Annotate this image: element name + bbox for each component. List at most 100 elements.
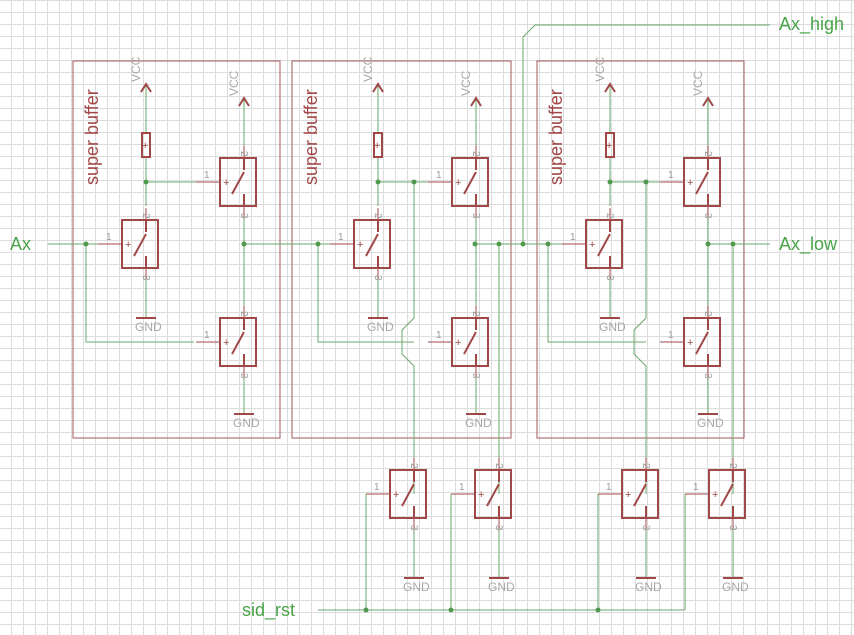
plus-marker: +: [142, 140, 148, 152]
pin-label-drain: 2: [372, 213, 383, 219]
switch-blade: [231, 331, 245, 355]
switch-blade: [463, 171, 477, 195]
block-frame-3: [536, 60, 745, 439]
junction-dot: [472, 241, 478, 247]
junction-dot: [595, 607, 601, 613]
pin-label-source: 3: [604, 275, 615, 281]
switch-blade: [486, 483, 500, 507]
vcc-arrow: [140, 82, 152, 93]
pin-label-gate: 1: [668, 330, 674, 341]
pin-label-drain: 2: [727, 463, 738, 469]
vcc-label: VCC: [593, 56, 607, 82]
junction-dot: [363, 607, 369, 613]
pin-label-source: 3: [702, 213, 713, 219]
pin-label-gate: 1: [693, 482, 699, 493]
gnd-label: GND: [465, 416, 492, 430]
pin-label-gate: 1: [204, 170, 210, 181]
vcc-arrow: [604, 82, 616, 93]
resistor-body: [373, 132, 383, 158]
gnd-label: GND: [697, 416, 724, 430]
pin-label-drain: 2: [470, 311, 481, 317]
pin-label-gate: 1: [436, 330, 442, 341]
switch-lower: +123: [196, 306, 257, 379]
pin-label-drain: 2: [493, 463, 504, 469]
gnd-symbol: GND: [403, 566, 430, 594]
plus-marker: +: [455, 177, 461, 189]
junction-dot: [411, 179, 417, 185]
junction-dot: [83, 241, 89, 247]
vcc-symbol: VCC: [459, 70, 482, 107]
gnd-label: GND: [233, 416, 260, 430]
junction-dot: [496, 241, 502, 247]
block-title-3: super buffer: [546, 89, 566, 185]
switch-lower: +123: [660, 306, 721, 379]
junctions: [83, 179, 736, 613]
switch-reset-3: +1 2 3: [598, 458, 659, 531]
switch-reset-2: +123: [451, 458, 512, 531]
pin-label-drain: 2: [640, 463, 651, 469]
gnd-label: GND: [403, 580, 430, 594]
plus-marker: +: [125, 239, 131, 251]
net-label-sid-rst: sid_rst: [242, 600, 295, 621]
pin-label-source: 3: [140, 275, 151, 281]
vcc-symbol: VCC: [361, 56, 384, 93]
switch-blade: [463, 331, 477, 355]
plus-marker: +: [625, 489, 631, 501]
gnd-symbol: GND: [488, 566, 515, 594]
block-frame-1: [72, 60, 281, 439]
junction-dot: [705, 241, 711, 247]
parts: VCC++123VCC+123GND+123GNDVCC++123VCC+123…: [98, 56, 749, 594]
junction-dot: [143, 179, 149, 185]
switch-reset-4: +123: [685, 458, 746, 531]
pullup-resistor: +: [373, 132, 383, 158]
wires: [48, 24, 770, 611]
pin-label-drain: 2: [408, 463, 419, 469]
gnd-label: GND: [635, 580, 662, 594]
gnd-symbol: GND: [233, 402, 260, 430]
pin-label-source: 3: [470, 213, 481, 219]
block-title-1: super buffer: [82, 89, 102, 185]
vcc-symbol: VCC: [691, 70, 714, 107]
switch-upper: +123: [196, 146, 257, 219]
switch-blade: [695, 331, 709, 355]
plus-marker: +: [357, 239, 363, 251]
junction-dot: [375, 179, 381, 185]
wire-lower-gate-3: [547, 244, 646, 343]
vcc-label: VCC: [129, 56, 143, 82]
vcc-symbol: VCC: [593, 56, 616, 93]
plus-marker: +: [478, 489, 484, 501]
pin-label-drain: 2: [238, 311, 249, 317]
vcc-label: VCC: [361, 56, 375, 82]
junction-dot: [315, 241, 321, 247]
vcc-label: VCC: [227, 70, 241, 96]
plus-marker: +: [393, 489, 399, 501]
switch-reset-1: +123: [366, 458, 427, 531]
switch-upper: +123: [428, 146, 489, 219]
pin-label-drain: 2: [702, 151, 713, 157]
switch-blade: [597, 233, 611, 257]
gnd-symbol: GND: [599, 306, 626, 334]
switch-blade: [633, 483, 647, 507]
plus-marker: +: [223, 337, 229, 349]
pin-label-gate: 1: [606, 482, 612, 493]
pin-label-gate: 1: [338, 232, 344, 243]
net-label-ax-high: Ax_high: [779, 14, 844, 35]
pin-label-source: 3: [727, 525, 738, 531]
gnd-label: GND: [488, 580, 515, 594]
pin-label-gate: 1: [374, 482, 380, 493]
pin-label-source: 3: [640, 525, 651, 531]
vcc-arrow: [702, 96, 714, 107]
wire-ax-high: [522, 24, 770, 244]
junction-dot: [545, 241, 551, 247]
vcc-symbol: VCC: [227, 70, 250, 107]
vcc-symbol: VCC: [129, 56, 152, 93]
junction-dot: [730, 241, 736, 247]
switch-blade: [695, 171, 709, 195]
pin-label-drain: 2: [702, 311, 713, 317]
pin-label-gate: 1: [204, 330, 210, 341]
gnd-symbol: GND: [722, 566, 749, 594]
pin-label-drain: 2: [238, 151, 249, 157]
pin-label-source: 3: [493, 525, 504, 531]
junction-dot: [241, 241, 247, 247]
switch-blade: [231, 171, 245, 195]
